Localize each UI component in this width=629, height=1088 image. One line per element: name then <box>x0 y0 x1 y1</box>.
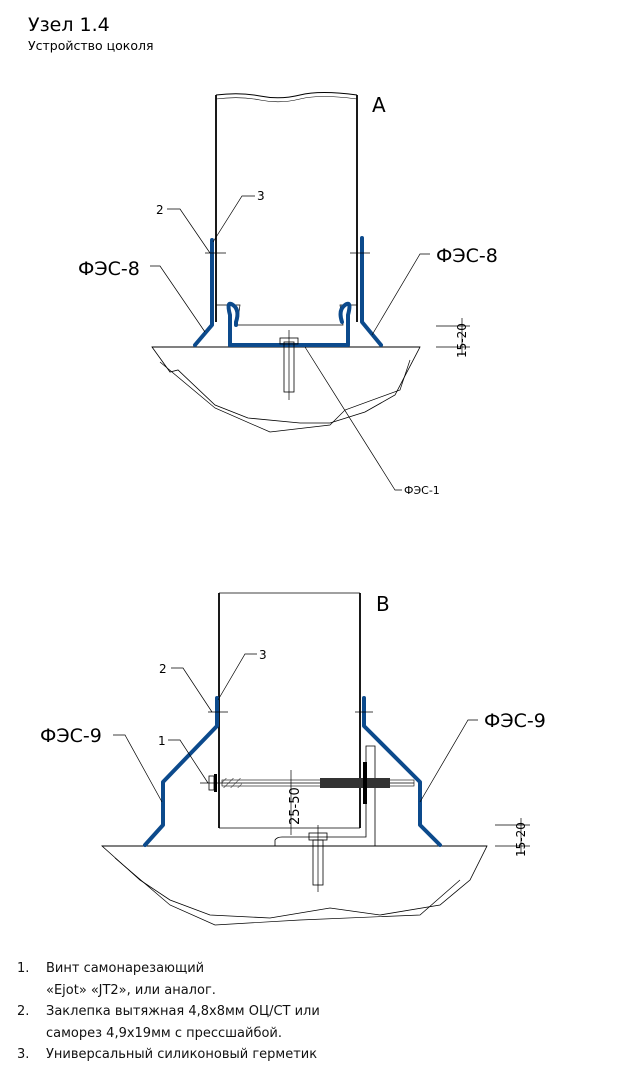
detail-a-label: A <box>372 93 386 117</box>
drawing: A ФЭС-8 ФЭС-8 ФЭС-1 2 3 15-20 <box>40 92 546 926</box>
label-fes8-right: ФЭС-8 <box>436 245 498 267</box>
label-fes9-left: ФЭС-9 <box>40 725 102 747</box>
profile-fes9-right <box>362 696 442 847</box>
label-fes1: ФЭС-1 <box>404 484 440 497</box>
concrete-base <box>100 845 488 919</box>
detail-b-label: B <box>376 592 390 616</box>
callout-1: 1 <box>158 734 166 748</box>
page-subtitle: Устройство цоколя <box>28 38 154 53</box>
callout-3: 3 <box>259 648 267 662</box>
notes-list: 1. Винт самонарезающий«Ejot» «JT2», или … <box>17 958 320 1066</box>
note-item: 3. Универсальный силиконовый герметик <box>17 1047 318 1062</box>
profile-fes1 <box>226 301 240 347</box>
profile-fes8-right <box>360 236 383 347</box>
dimension-25-50: 25-50 <box>288 787 303 825</box>
note-item: 1. Винт самонарезающий«Ejot» «JT2», или … <box>17 961 216 998</box>
angle-bracket <box>274 745 376 847</box>
concrete-base <box>151 346 421 424</box>
board-break-line <box>215 92 358 99</box>
callout-3: 3 <box>257 189 265 203</box>
self-drilling-screw <box>200 762 415 804</box>
detail-b: B ФЭС-9 ФЭС-9 2 3 1 25-50 15-20 <box>40 592 546 926</box>
label-fes9-right: ФЭС-9 <box>484 710 546 732</box>
detail-a: A ФЭС-8 ФЭС-8 ФЭС-1 2 3 15-20 <box>78 92 498 497</box>
callout-2: 2 <box>156 203 164 217</box>
profile-fes9-left <box>143 696 219 847</box>
dimension-15-20: 15-20 <box>455 323 469 358</box>
callout-2: 2 <box>159 662 167 676</box>
dimension-15-20: 15-20 <box>514 822 528 857</box>
label-fes8-left: ФЭС-8 <box>78 258 140 280</box>
page-title: Узел 1.4 <box>28 14 110 36</box>
profile-fes8-left <box>193 238 214 347</box>
